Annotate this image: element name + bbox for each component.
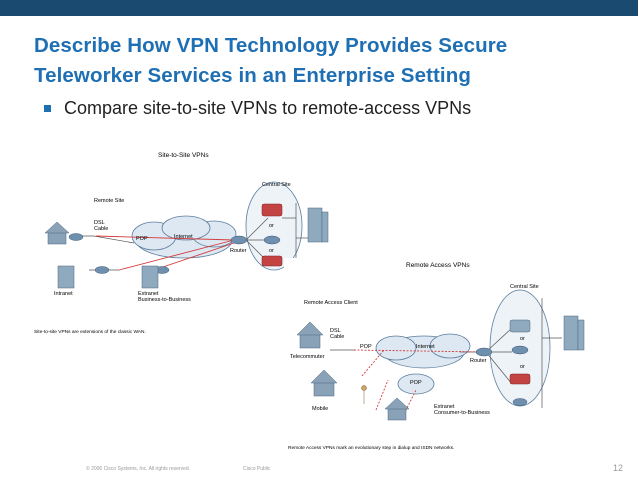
mobile-label: Mobile: [312, 406, 329, 412]
ra-router-icons: [475, 345, 529, 406]
slide-title: Describe How VPN Technology Provides Sec…: [34, 31, 624, 91]
ra-pop1-label: POP: [360, 344, 372, 350]
extranet-consumer-house-icon: [384, 397, 410, 421]
top-bar: [0, 0, 638, 16]
ra-pop-cloud: [397, 373, 435, 395]
site-to-site-graphic: [44, 181, 329, 289]
internet-label: Internet: [174, 234, 193, 240]
remote-access-title: Remote Access VPNs: [406, 262, 470, 269]
bullet-item: Compare site-to-site VPNs to remote-acce…: [44, 98, 471, 119]
ra-central-devices-icon: [509, 319, 531, 385]
bullet-square-icon: [44, 105, 51, 112]
ra-client-label: Remote Access Client: [304, 300, 358, 306]
or-label-2: or: [269, 248, 274, 254]
intranet-building-icon: [57, 265, 75, 289]
central-site-devices-icon: [261, 203, 283, 267]
central-server-icon: [307, 207, 329, 243]
router-icons: [68, 233, 281, 274]
remote-access-diagram: Remote Access VPNs Remote Access Client …: [284, 258, 620, 454]
remote-access-graphic: [284, 258, 620, 454]
title-line-2: Teleworker Services in an Enterprise Set…: [34, 64, 471, 87]
ra-router-label: Router: [470, 358, 487, 364]
intranet-label: Intranet: [54, 291, 73, 297]
remote-site-label: Remote Site: [94, 198, 125, 204]
pop-label: POP: [136, 236, 148, 242]
ra-dsl-cable-label: DSL Cable: [330, 328, 345, 340]
telecommuter-house-icon: [296, 321, 324, 349]
router-label: Router: [230, 248, 247, 254]
mobile-user-icon: [361, 385, 367, 404]
site-to-site-diagram: Site-to-Site VPNs Remote Site DSL Cable …: [34, 148, 346, 338]
mobile-house-icon: [310, 369, 338, 397]
or-label-1: or: [269, 223, 274, 229]
ra-central-server-icon: [563, 315, 585, 351]
site-to-site-caption: Site-to-site VPNs are extensions of the …: [34, 330, 146, 335]
ra-internet-label: Internet: [416, 344, 435, 350]
extranet-building-icon: [141, 265, 159, 289]
ra-or-label-1: or: [520, 336, 525, 342]
telecommuter-label: Telecommuter: [290, 354, 325, 360]
central-site-cloud: [245, 181, 303, 271]
dsl-cable-label: DSL Cable: [94, 220, 109, 232]
footer-classification: Cisco Public: [243, 466, 271, 472]
remote-access-caption: Remote Access VPNs mark an evolutionary …: [288, 446, 455, 451]
central-site-label: Central Site: [262, 182, 291, 188]
title-line-1: Describe How VPN Technology Provides Sec…: [34, 34, 508, 57]
page-number: 12: [612, 463, 623, 473]
ra-central-site-label: Central Site: [510, 284, 539, 290]
ra-pop2-label: POP: [410, 380, 422, 386]
footer-copyright: © 2006 Cisco Systems, Inc. All rights re…: [86, 466, 191, 472]
extranet-label: Extranet Business-to-Business: [138, 291, 191, 303]
ra-extranet-label: Extranet Consumer-to-Business: [434, 404, 490, 416]
ra-or-label-2: or: [520, 364, 525, 370]
remote-site-house-icon: [44, 221, 70, 245]
bullet-text: Compare site-to-site VPNs to remote-acce…: [64, 98, 472, 118]
site-to-site-title: Site-to-Site VPNs: [158, 152, 209, 159]
internet-cloud: [131, 215, 237, 259]
